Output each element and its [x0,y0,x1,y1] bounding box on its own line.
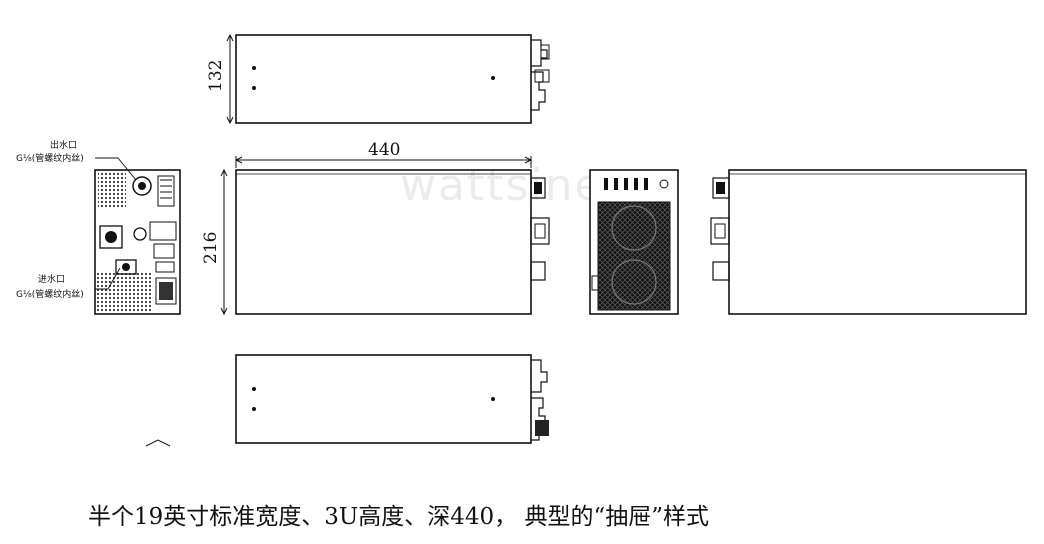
screw-hole [491,76,495,80]
watermark-text: wattsine [400,160,604,211]
connector-block [153,243,175,259]
outlet-fitting [132,176,152,196]
fitting [530,177,546,199]
connector [534,69,550,83]
fitting [710,217,730,245]
inlet-spec: G⅛(管螺纹内丝) [16,288,84,300]
inlet-fitting [115,259,137,275]
screw-hole [252,407,256,411]
caret-mark [145,439,171,447]
fan-icon [611,205,657,251]
top-view: 132 [206,33,550,125]
bottom-view [145,354,549,447]
top-view-body [235,34,532,124]
vent-grille [97,272,152,312]
fan-grille [597,201,671,311]
screw-hole [491,397,495,401]
screw-hole [252,66,256,70]
dimension-arrows [234,156,533,164]
screw-hole [252,86,256,90]
component [99,225,123,249]
fan-icon [611,259,657,305]
dimension-132: 132 [206,60,226,92]
side-view-right [710,169,1027,315]
front-view [589,169,679,315]
connector-block [149,221,177,241]
connector [540,44,550,60]
handle [591,275,599,291]
dimension-arrows [220,168,228,316]
fitting [530,261,546,281]
outlet-leader [95,157,137,181]
vent-grille [98,173,126,209]
fitting-nut [534,182,542,194]
knob [133,227,147,241]
dimension-216: 216 [201,232,221,264]
inlet-leader [95,267,121,290]
dimension-arrows [226,33,234,125]
fitting [712,261,730,281]
connector [155,261,175,273]
db-connector [155,277,177,305]
power-switch [659,179,669,189]
connector-block [535,420,549,436]
dimension-440: 440 [368,140,400,160]
outlet-label: 出水口 [50,139,77,151]
connector-block [157,175,175,207]
indicator-row [604,178,669,190]
bottom-view-body [235,354,532,444]
outlet-spec: G⅛(管螺纹内丝) [16,152,84,164]
rear-view: 出水口 G⅛(管螺纹内丝) 进水口 G⅛(管螺纹内丝) [16,139,181,315]
side-view: 440 216 [201,140,550,316]
top-view-connectors [531,39,548,111]
caption-text: 半个19英寸标准宽度、3U高度、深440， 典型的“抽屉”样式 [88,504,710,530]
screw-hole [252,387,256,391]
fitting [712,177,730,199]
side-view-right-body [728,169,1027,315]
fitting [530,217,550,245]
inlet-label: 进水口 [38,273,65,285]
